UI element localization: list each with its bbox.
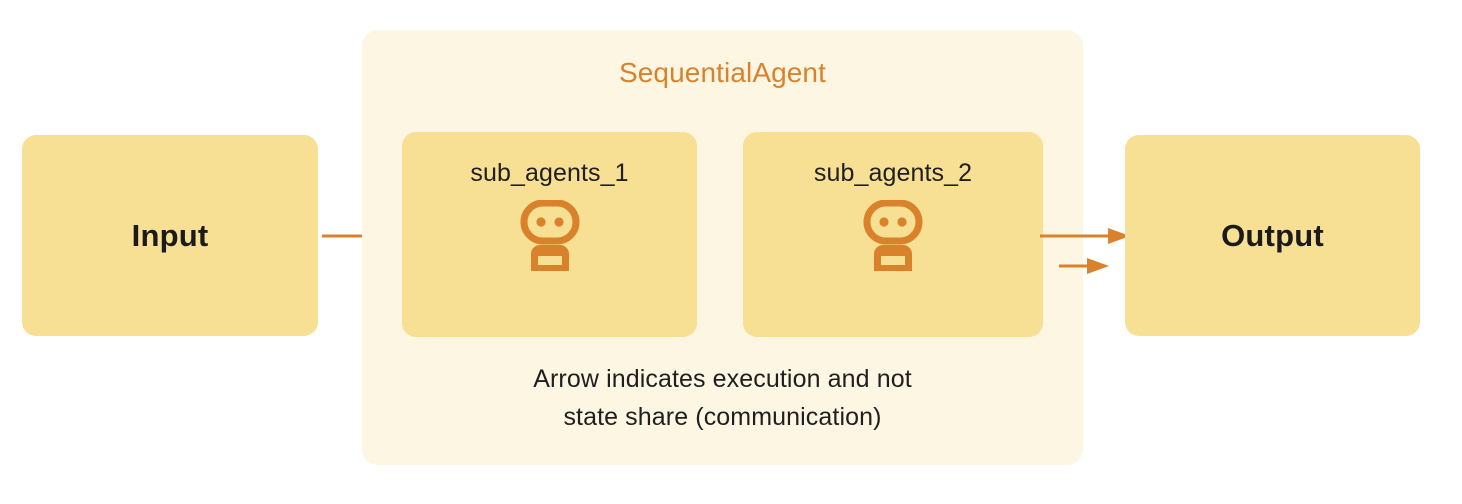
- arrow-sub-1-to-sub-2: [1059, 258, 1109, 274]
- sub-agent-label-2: sub_agents_2: [813, 159, 973, 187]
- arrow-sub-2-to-output: [1040, 228, 1130, 244]
- robot-icon: [520, 200, 579, 271]
- caption-line-1: Arrow indicates execution and not: [533, 365, 912, 393]
- input-node: Input: [22, 135, 318, 336]
- diagram-caption: Arrow indicates execution and not state …: [362, 360, 1083, 436]
- sub-agent-node-1: sub_agents_1: [402, 132, 697, 337]
- output-node-label: Output: [1221, 217, 1324, 253]
- output-node: Output: [1125, 135, 1420, 336]
- caption-line-2: state share (communication): [563, 403, 882, 431]
- sequential-agent-container: SequentialAgent sub_agents_1 sub_agents_…: [362, 30, 1109, 465]
- sequential-agent-title: SequentialAgent: [618, 57, 826, 88]
- sub-agent-node-2: sub_agents_2: [743, 132, 1043, 337]
- input-node-label: Input: [131, 217, 209, 253]
- sub-agent-label-1: sub_agents_1: [470, 159, 629, 187]
- robot-icon: [863, 200, 923, 271]
